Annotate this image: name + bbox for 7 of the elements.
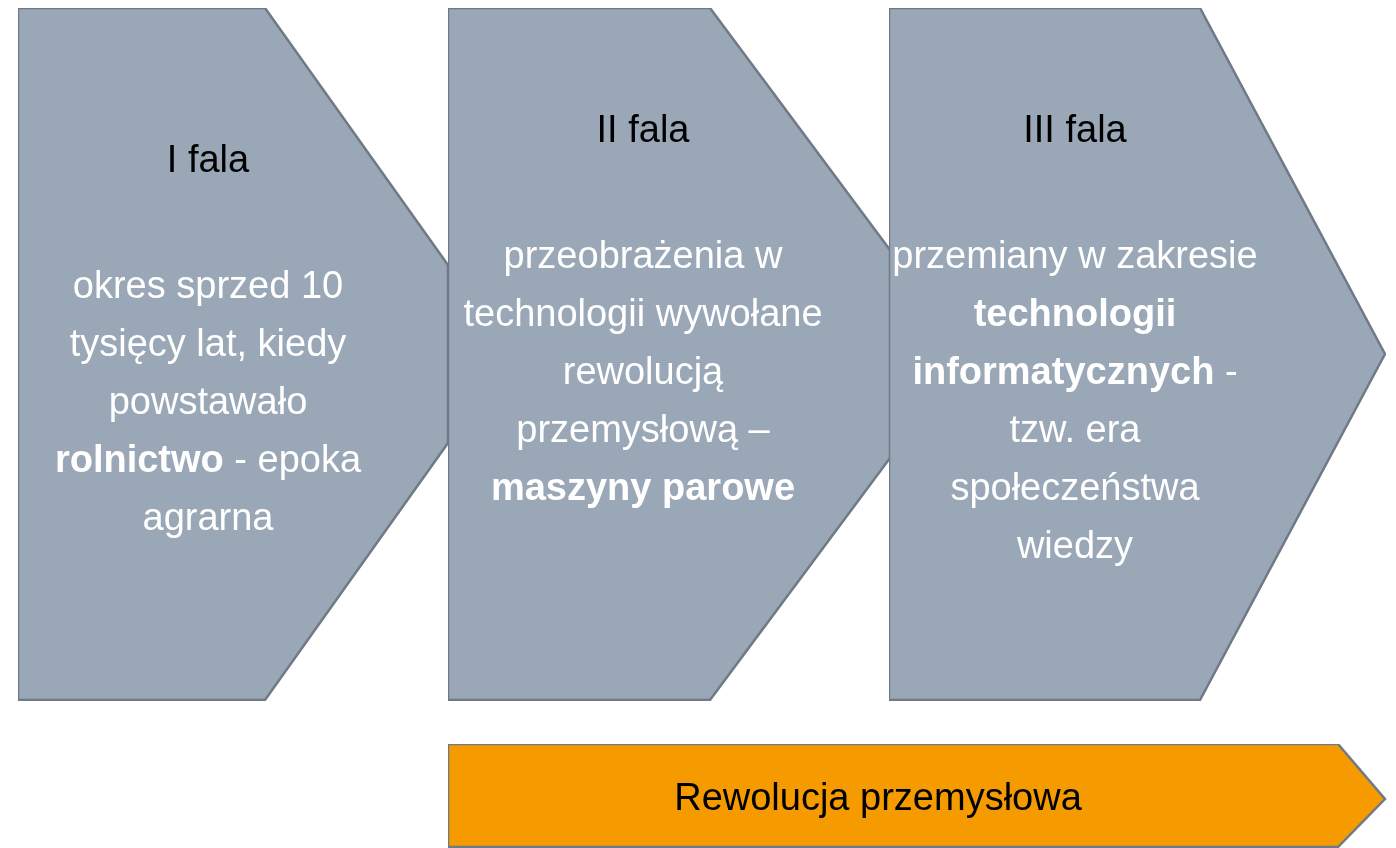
band-label: Rewolucja przemysłowa — [673, 776, 1083, 819]
wave-heading: II fala — [595, 108, 691, 151]
wave-heading: III fala — [1022, 108, 1128, 151]
wave-description: okres sprzed 10 tysięcy lat, kiedy powstawało rolnictwo - epoka agrarna — [53, 263, 363, 540]
wave-description: przemiany w zakresie technologii informatycznych - tzw. era społeczeństwa wiedzy — [891, 233, 1259, 568]
wave-description: przeobrażenia w technologii wywołane rewolucją przemysłową – maszyny parowe — [462, 233, 824, 510]
wave-heading: I fala — [165, 138, 251, 181]
